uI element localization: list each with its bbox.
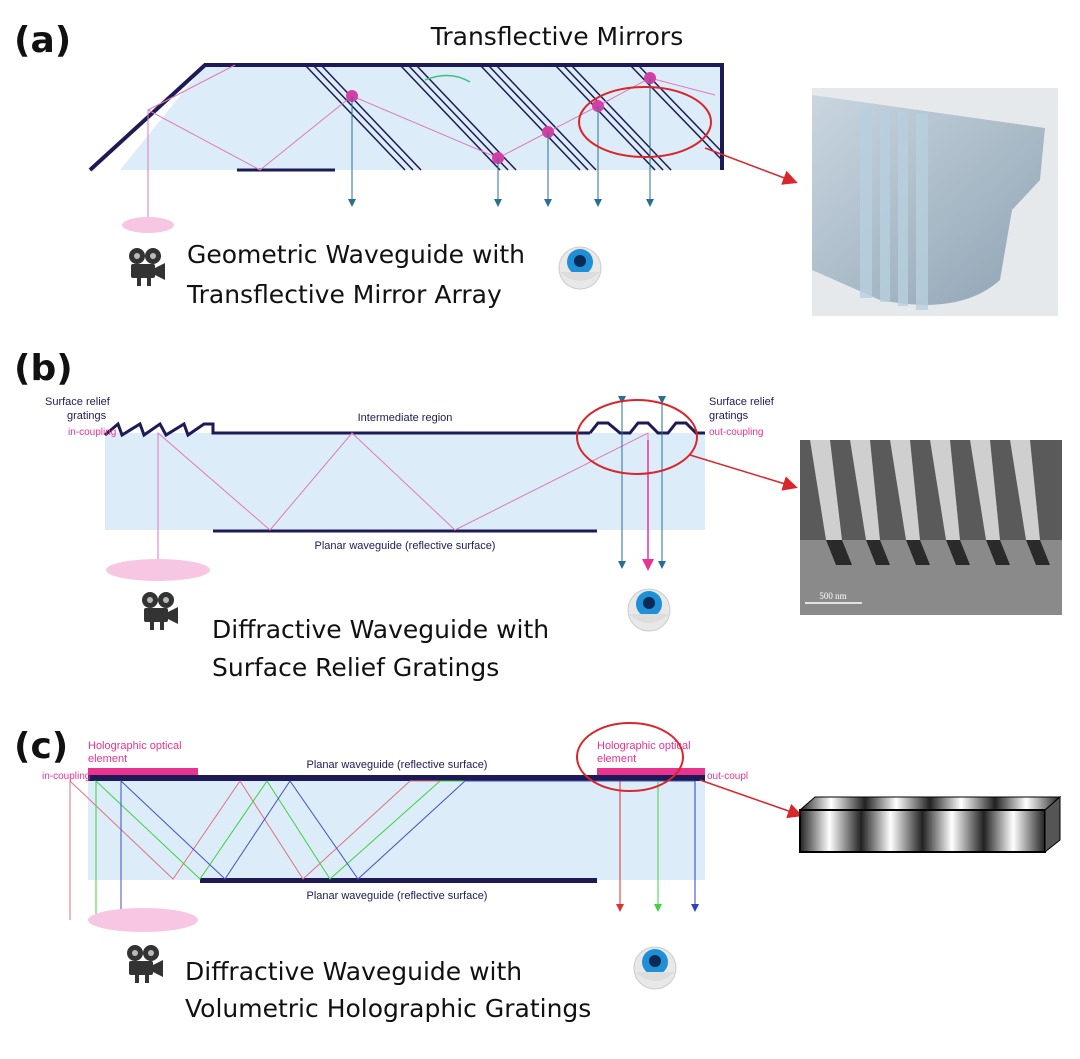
angle-indicator bbox=[424, 74, 471, 83]
highlight-ellipse bbox=[576, 399, 698, 475]
projector-camera-icon bbox=[142, 592, 178, 630]
bottom-planar-waveguide-label: Planar waveguide (reflective surface) bbox=[307, 890, 488, 902]
right-label-line1: Surface relief bbox=[709, 396, 775, 408]
left-label-line1: Surface relief bbox=[45, 396, 111, 408]
highlight-ellipse bbox=[578, 86, 712, 158]
left-label-line1: Holographic optical bbox=[88, 740, 182, 752]
eye-icon bbox=[558, 246, 602, 290]
volume-hologram-block bbox=[798, 795, 1062, 854]
rgb-light-rays bbox=[69, 779, 695, 920]
projector-camera-icon bbox=[129, 248, 165, 286]
out-coupling-label: out-coupl bbox=[707, 771, 748, 782]
waveguide-body bbox=[105, 433, 705, 530]
in-coupling-label: in-coupling bbox=[42, 771, 90, 782]
projector-beam bbox=[106, 559, 210, 581]
sem-grating-image: 500 nm bbox=[800, 440, 1062, 615]
output-arrows bbox=[348, 78, 654, 207]
zoom-arrow bbox=[704, 147, 798, 185]
panel-label: (c) bbox=[14, 726, 68, 767]
highlight-ellipse bbox=[576, 722, 684, 792]
right-label-line2: gratings bbox=[709, 410, 749, 422]
reflection-points bbox=[346, 72, 656, 164]
light-rays bbox=[157, 431, 649, 568]
waveguide-body bbox=[120, 65, 722, 170]
left-label-line2: element bbox=[88, 753, 127, 765]
mirror-array-photo bbox=[812, 88, 1058, 316]
panel-title: Transflective Mirrors bbox=[430, 22, 684, 51]
caption-line2: Transflective Mirror Array bbox=[186, 280, 502, 309]
output-arrows bbox=[618, 396, 666, 569]
caption-line2: Volumetric Holographic Gratings bbox=[185, 994, 591, 1023]
panel-a: (a) Transflective Mirrors Geometric Wave… bbox=[14, 20, 1058, 316]
panel-c: (c) Holographic optical element in-coupl… bbox=[14, 722, 1062, 1023]
out-coupling-label: out-coupling bbox=[709, 427, 763, 438]
scale-bar-label: 500 nm bbox=[819, 591, 846, 601]
top-reflective-surface bbox=[88, 775, 705, 781]
zoom-arrow bbox=[689, 454, 798, 491]
waveguide-body bbox=[88, 779, 705, 880]
in-coupling-label: in-coupling bbox=[68, 427, 116, 438]
caption-line1: Diffractive Waveguide with bbox=[185, 957, 522, 986]
out-coupling-grating bbox=[588, 421, 705, 435]
projector-beam bbox=[122, 217, 174, 233]
panel-label: (a) bbox=[14, 20, 71, 61]
in-coupling-hoe bbox=[88, 768, 198, 775]
caption-line2: Surface Relief Gratings bbox=[212, 653, 499, 682]
transflective-mirrors bbox=[304, 64, 723, 171]
panel-b: (b) Surface relief gratings in-coupling … bbox=[14, 348, 1062, 682]
planar-waveguide-label: Planar waveguide (reflective surface) bbox=[315, 540, 496, 552]
eye-icon bbox=[627, 588, 671, 632]
projector-camera-icon bbox=[127, 945, 163, 983]
bottom-reflective-surface bbox=[200, 878, 597, 883]
caption-line1: Diffractive Waveguide with bbox=[212, 615, 549, 644]
right-label-line2: element bbox=[597, 753, 636, 765]
top-planar-waveguide-label: Planar waveguide (reflective surface) bbox=[307, 759, 488, 771]
eye-icon bbox=[633, 946, 677, 990]
projector-beam bbox=[88, 908, 198, 932]
left-label-line2: gratings bbox=[67, 410, 107, 422]
output-arrows bbox=[616, 781, 699, 912]
intermediate-region-label: Intermediate region bbox=[358, 412, 453, 424]
right-label-line1: Holographic optical bbox=[597, 740, 691, 752]
panel-label: (b) bbox=[14, 348, 73, 389]
caption-line1: Geometric Waveguide with bbox=[187, 240, 525, 269]
out-coupling-hoe bbox=[597, 768, 705, 775]
in-coupling-grating bbox=[104, 421, 590, 438]
zoom-arrow bbox=[699, 779, 803, 819]
